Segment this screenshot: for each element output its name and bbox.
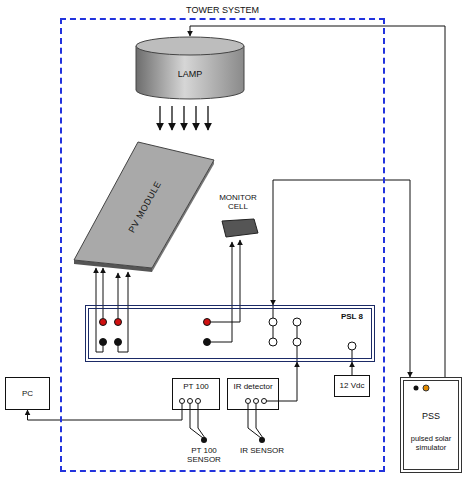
node-text: pulsed solar simulator: [404, 435, 458, 452]
monitor-cell: MONITOR CELL: [214, 193, 262, 240]
sensor-label: PT 100 SENSOR: [182, 446, 226, 464]
power-supply-box: 12 Vdc: [334, 375, 370, 397]
signal-wire: [352, 362, 353, 375]
system-boundary: TOWER SYSTEMLAMPPV MODULEMONITOR CELLPSL…: [60, 18, 385, 472]
wires: [96, 242, 352, 438]
sensor-probes: [201, 437, 265, 443]
signal-wire: [273, 180, 410, 377]
pt100-box: PT 100: [172, 378, 220, 410]
psl8-unit: PSL 8: [85, 305, 375, 362]
signal-wire: [28, 410, 183, 420]
node-text: PT 100: [183, 382, 209, 391]
node-text: 12 Vdc: [340, 381, 365, 390]
node-text: LAMP: [178, 69, 203, 79]
node-text: TOWER SYSTEM: [62, 5, 383, 15]
pc-box: PC: [5, 377, 50, 410]
node-text: PSS: [422, 411, 440, 421]
sensor-label: IR SENSOR: [240, 446, 284, 455]
pulsed-solar-simulator: PSS pulsed solar simulator: [400, 377, 462, 473]
signal-wire: [240, 240, 241, 305]
light-rays: [160, 106, 208, 130]
node-text: PSL 8: [341, 312, 363, 321]
pv-module: PV MODULE: [72, 140, 218, 273]
pss-indicators: [414, 385, 430, 391]
signal-wire: [279, 362, 297, 401]
signal-wire: [118, 273, 119, 305]
lamp-cylinder: LAMP: [135, 36, 245, 100]
node-text: MONITOR CELL: [214, 193, 262, 211]
node-text: IR detector: [233, 382, 272, 391]
lamp-cylinder-outline: [135, 36, 245, 100]
node-text: PC: [22, 389, 33, 398]
ir-detector-box: IR detector: [227, 378, 279, 410]
